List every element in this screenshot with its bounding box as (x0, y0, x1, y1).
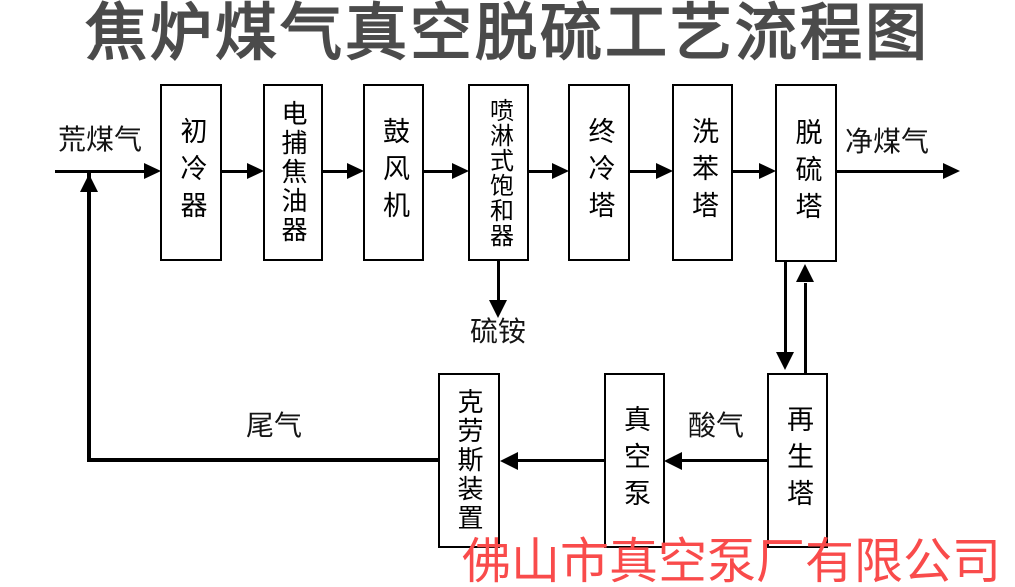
line-clean-gas-outlet (837, 170, 945, 173)
arrow-into-desulfurization-tower-icon (759, 163, 776, 179)
arrow-ammonium-sulfate-down-icon (489, 300, 507, 318)
line-pump-to-claus (517, 459, 605, 462)
arrow-into-final-cooling-tower-icon (552, 163, 569, 179)
node-blower-label: 鼓风机 (379, 117, 409, 228)
node-regeneration-tower-label: 再生塔 (783, 405, 813, 516)
node-vacuum-pump: 真空泵 (604, 373, 665, 548)
node-blower: 鼓风机 (363, 84, 424, 261)
line-tail-gas-return-horizontal (87, 458, 440, 462)
line-scrubber-to-desulfurizer (733, 170, 761, 173)
arrow-tail-gas-into-raw-gas-line-icon (80, 174, 98, 192)
node-electric-tar-precipitator-label: 电捕焦油器 (278, 100, 308, 245)
stream-label-tail-gas: 尾气 (246, 410, 303, 441)
arrow-into-benzene-scrubber-icon (656, 163, 673, 179)
node-spray-saturator-label: 喷淋式饱和器 (485, 97, 513, 248)
node-electric-tar-precipitator: 电捕焦油器 (263, 84, 323, 261)
node-primary-cooler-label: 初冷器 (176, 117, 207, 228)
line-tail-gas-return-vertical (87, 172, 91, 462)
line-blower-to-saturator (424, 170, 454, 173)
arrow-into-primary-cooler-icon (144, 163, 161, 179)
line-final-cooler-to-benzene-scrubber (630, 170, 658, 173)
node-regeneration-tower: 再生塔 (767, 373, 828, 548)
arrow-into-desulfurization-tower-bottom-icon (796, 264, 814, 282)
node-benzene-scrubber-tower-label: 洗苯塔 (688, 117, 718, 228)
stream-label-acid-gas: 酸气 (688, 410, 745, 441)
line-acid-gas (681, 459, 767, 462)
node-claus-unit-label: 克劳斯装置 (454, 388, 484, 533)
stream-label-raw-gas: 荒煤气 (58, 124, 143, 155)
arrow-into-vacuum-pump-icon (664, 452, 682, 470)
line-saturator-to-ammonium-sulfate (497, 261, 500, 303)
node-claus-unit: 克劳斯装置 (438, 373, 500, 548)
node-vacuum-pump-label: 真空泵 (620, 405, 650, 516)
node-final-cooling-tower-label: 终冷塔 (584, 117, 615, 228)
arrow-into-regeneration-tower-icon (776, 352, 794, 370)
arrow-into-blower-icon (347, 163, 364, 179)
line-saturator-to-final-cooler (529, 170, 554, 173)
page-title: 焦炉煤气真空脱硫工艺流程图 (84, 0, 930, 68)
node-desulfurization-tower: 脱硫塔 (775, 84, 837, 262)
node-primary-cooler: 初冷器 (160, 84, 222, 261)
arrow-clean-gas-out-icon (943, 163, 960, 179)
stream-label-ammonium-sulfate: 硫铵 (470, 316, 527, 347)
line-regenerator-to-desulfurizer (804, 283, 807, 373)
node-final-cooling-tower: 终冷塔 (568, 84, 630, 261)
stream-label-clean-gas: 净煤气 (845, 126, 930, 157)
arrow-into-spray-saturator-icon (452, 163, 469, 179)
node-spray-saturator: 喷淋式饱和器 (468, 84, 529, 261)
line-desulfurizer-to-regenerator (784, 261, 787, 354)
line-cooler-to-precipitator (222, 170, 249, 173)
arrow-into-claus-unit-icon (500, 452, 518, 470)
watermark-text: 佛山市真空泵厂有限公司 (462, 534, 1002, 587)
node-desulfurization-tower-label: 脱硫塔 (791, 117, 822, 229)
node-benzene-scrubber-tower: 洗苯塔 (672, 84, 733, 261)
line-raw-gas-inlet (55, 170, 147, 173)
arrow-into-tar-precipitator-icon (247, 163, 264, 179)
line-precipitator-to-blower (323, 170, 349, 173)
